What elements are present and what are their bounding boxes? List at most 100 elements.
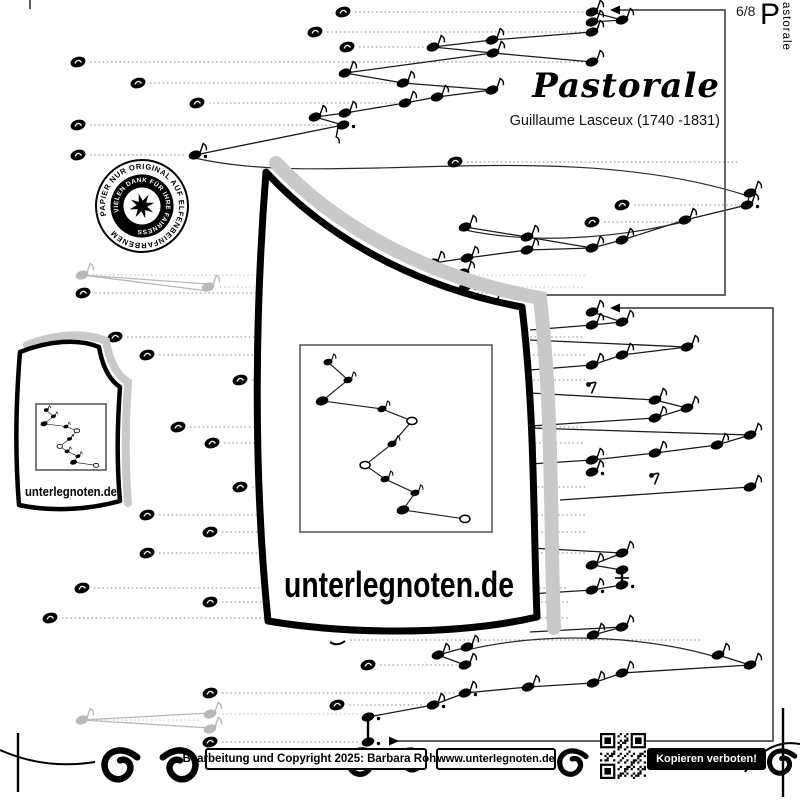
note: [458, 214, 478, 232]
melody-line: [344, 52, 494, 74]
note-flag: [751, 192, 760, 204]
mini-note-open: [359, 460, 371, 470]
melody-line: [526, 247, 593, 251]
watermark-shadow: [269, 156, 561, 635]
mini-note: [396, 505, 410, 515]
melody-line: [491, 31, 593, 41]
note-flag: [469, 652, 478, 664]
note: [521, 674, 541, 692]
note-flag: [496, 27, 505, 39]
string-label-note: [339, 41, 355, 53]
note: [585, 552, 605, 570]
note: [615, 309, 635, 327]
note: [335, 120, 356, 144]
string-label-note: [70, 149, 86, 161]
melody-line: [559, 486, 751, 501]
mini-note-flag: [387, 470, 394, 479]
note: [460, 634, 480, 652]
note: [460, 245, 480, 263]
note: [486, 40, 506, 58]
note-flag: [214, 716, 223, 728]
mini-note-flag: [350, 371, 357, 380]
note-flag: [722, 642, 731, 654]
slur-line: [464, 221, 684, 239]
scroll-ornament-icon: [557, 748, 589, 777]
note: [743, 180, 763, 198]
watermark-shadow: [23, 331, 133, 507]
mini-plot-line: [364, 443, 393, 466]
note: [75, 262, 95, 280]
note: [585, 312, 605, 330]
note-flag: [596, 49, 605, 61]
note-flag: [199, 142, 208, 154]
note: [338, 60, 358, 78]
note-dot: [600, 471, 605, 476]
note: [75, 707, 95, 725]
note: [711, 642, 731, 660]
note: [615, 614, 635, 632]
note-flag: [691, 334, 700, 346]
note-flag: [626, 342, 635, 354]
note-flag: [469, 214, 478, 226]
mini-note: [40, 421, 48, 427]
repeat-arrow-icon: [610, 303, 620, 313]
note-dot: [376, 741, 381, 746]
note-flag: [754, 474, 763, 486]
note-flag: [626, 7, 635, 19]
note: [615, 580, 635, 590]
warning-box: Kopieren verboten!: [647, 748, 766, 770]
note-flag: [754, 422, 763, 434]
time-signature: 6/8: [736, 3, 756, 19]
note: [520, 237, 540, 255]
star-icon: [127, 191, 157, 221]
mini-note: [64, 449, 70, 454]
note: [426, 34, 446, 52]
melody-line: [529, 459, 593, 465]
melody-line: [81, 274, 209, 285]
note: [585, 299, 605, 317]
melody-line: [432, 46, 494, 54]
string-label-note: [307, 26, 323, 38]
string-label-note: [139, 349, 155, 361]
string-label-note: [139, 509, 155, 521]
note: [586, 670, 606, 688]
note: [338, 100, 358, 118]
mini-plot-line: [322, 400, 383, 410]
melody-line: [344, 72, 404, 84]
website-box: www.unterlegnoten.de: [436, 748, 556, 770]
note-flag: [496, 77, 505, 89]
mini-note-flag: [417, 484, 424, 493]
tie-mark: [329, 640, 346, 646]
note-flag: [597, 670, 606, 682]
string-label-note: [75, 287, 91, 299]
note: [585, 49, 605, 67]
note: [678, 207, 698, 225]
note-flag: [596, 312, 605, 324]
note-flag: [659, 440, 668, 452]
note-flag: [659, 405, 668, 417]
string-label-note: [202, 526, 218, 538]
note-flag: [407, 70, 416, 82]
qr-code: [600, 733, 646, 779]
note-flag: [349, 100, 358, 112]
string-label-note: [329, 699, 345, 711]
mini-note-flag: [55, 411, 59, 416]
note-flag: [467, 260, 476, 272]
note-flag: [531, 237, 540, 249]
string-label-note: [202, 687, 218, 699]
note-flag: [626, 540, 635, 552]
note: [201, 274, 221, 292]
note-dot: [351, 124, 356, 129]
melody-line: [621, 664, 751, 674]
mini-note-flag: [330, 353, 337, 362]
note-flag: [349, 60, 358, 72]
melody-line: [436, 89, 493, 98]
note: [740, 192, 760, 210]
side-tab-initial: P: [760, 0, 781, 31]
mini-plot-line: [327, 361, 349, 381]
melody-line: [464, 226, 528, 238]
note-flag: [689, 207, 698, 219]
string-label-note: [614, 199, 630, 211]
note: [585, 352, 605, 370]
copyright-text: Bearbeitung und Copyright 2025: Barbara …: [182, 753, 450, 765]
